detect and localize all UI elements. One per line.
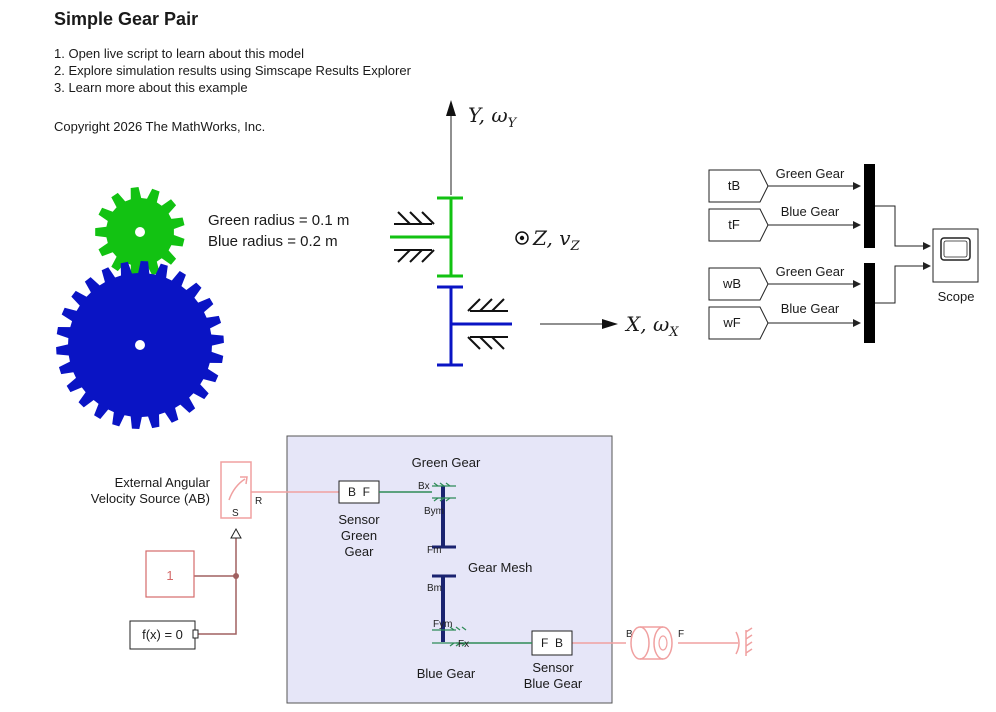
mux-torque[interactable] bbox=[864, 164, 875, 248]
port-bym: Bym bbox=[424, 506, 444, 517]
blue-radius-label: Blue radius = 0.2 m bbox=[208, 233, 338, 250]
velocity-source-label: External Angular Velocity Source (AB) bbox=[90, 475, 210, 506]
subsystem-label-green-gear: Green Gear bbox=[411, 455, 481, 470]
inport-tb-label: tB bbox=[727, 178, 741, 193]
port-fm: Fm bbox=[427, 545, 441, 556]
inertia-port-b: B bbox=[626, 629, 633, 640]
port-fx: Fx bbox=[458, 639, 469, 650]
inport-tb[interactable] bbox=[708, 169, 769, 203]
velocity-source-block[interactable] bbox=[220, 461, 252, 519]
inertia-port-f: F bbox=[678, 629, 684, 640]
page-title: Simple Gear Pair bbox=[54, 9, 199, 29]
constant-block[interactable] bbox=[145, 550, 195, 598]
y-axis-label: Y, ωY bbox=[468, 103, 517, 131]
green-gear-graphic bbox=[95, 187, 185, 277]
axis-schematic bbox=[390, 100, 618, 367]
solver-config-block[interactable] bbox=[129, 620, 196, 650]
sensor-blue-gear-label: Sensor Blue Gear bbox=[523, 660, 583, 691]
signal-blue-gear-torque: Blue Gear bbox=[780, 204, 840, 219]
green-gear-element[interactable] bbox=[432, 482, 456, 549]
inport-wb[interactable] bbox=[708, 267, 769, 301]
port-s: S bbox=[232, 508, 239, 519]
inport-wb-label: wB bbox=[722, 276, 742, 291]
blue-gear-graphic bbox=[56, 261, 224, 429]
inertia-block[interactable] bbox=[630, 626, 673, 660]
sensor-blue-gear-ports: F B bbox=[540, 636, 563, 650]
inport-tf[interactable] bbox=[708, 208, 769, 242]
signal-green-gear-velocity: Green Gear bbox=[775, 264, 845, 279]
step-explore-results[interactable]: 2. Explore simulation results using Sims… bbox=[54, 63, 411, 78]
scope-label: Scope bbox=[937, 289, 975, 304]
inport-wf[interactable] bbox=[708, 306, 769, 340]
rotational-reference-block[interactable] bbox=[735, 627, 753, 656]
signal-green-gear-torque: Green Gear bbox=[775, 166, 845, 181]
inport-wf-label: wF bbox=[723, 315, 741, 330]
port-r: R bbox=[255, 496, 262, 507]
simscape-model: Bx Bym Fm Bm Fym Fx R S B F bbox=[129, 435, 753, 704]
instruction-list: 1. Open live script to learn about this … bbox=[54, 45, 411, 96]
sensor-green-gear-ports: B F bbox=[347, 485, 370, 499]
subsystem-label-blue-gear: Blue Gear bbox=[416, 666, 476, 681]
step-open-live-script[interactable]: 1. Open live script to learn about this … bbox=[54, 46, 305, 61]
blue-gear-element[interactable] bbox=[432, 574, 467, 647]
gear-mesh-label: Gear Mesh bbox=[468, 560, 533, 575]
scope-area bbox=[708, 164, 979, 343]
mux-velocity[interactable] bbox=[864, 263, 875, 343]
step-learn-more[interactable]: 3. Learn more about this example bbox=[54, 80, 248, 95]
sensor-green-gear-label: Sensor Green Gear bbox=[338, 512, 380, 559]
signal-blue-gear-velocity: Blue Gear bbox=[780, 301, 840, 316]
constant-value: 1 bbox=[166, 568, 174, 583]
port-bm: Bm bbox=[427, 583, 442, 594]
copyright-notice: Copyright 2026 The MathWorks, Inc. bbox=[54, 119, 266, 134]
port-bx: Bx bbox=[418, 481, 430, 492]
inport-tf-label: tF bbox=[728, 217, 740, 232]
green-radius-label: Green radius = 0.1 m bbox=[208, 212, 350, 229]
x-axis-label: X, ωX bbox=[626, 312, 679, 340]
port-fym: Fym bbox=[433, 619, 452, 630]
z-axis-label: Z, vZ bbox=[533, 226, 580, 254]
solver-config-label: f(x) = 0 bbox=[142, 627, 183, 642]
scope-block[interactable] bbox=[932, 228, 979, 283]
